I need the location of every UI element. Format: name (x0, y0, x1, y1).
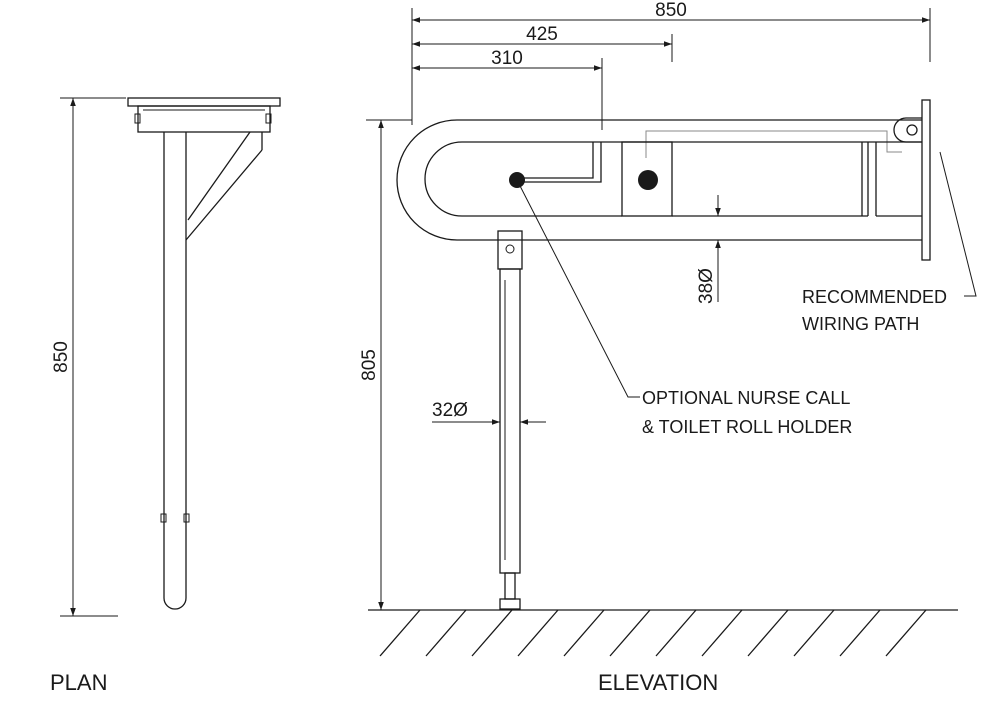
nurse-call-dot (638, 170, 658, 190)
dim-overall-value: 850 (655, 0, 687, 21)
plan-height-dimension: 850 (51, 97, 126, 617)
callout-nurse-call-line1: OPTIONAL NURSE CALL (642, 388, 850, 408)
roll-holder-box (621, 141, 673, 217)
plan-brace (185, 131, 263, 241)
floor-hatch (368, 609, 958, 657)
dim-holder-value: 425 (526, 24, 558, 45)
rail-sleeve (861, 142, 877, 216)
callout-nurse-call: OPTIONAL NURSE CALL & TOILET ROLL HOLDER (516, 179, 852, 437)
callout-nurse-call-line2: & TOILET ROLL HOLDER (642, 417, 852, 437)
plan-wall-plate (127, 97, 281, 133)
dim-rail-height: 805 (359, 119, 412, 610)
callout-wiring-line2: WIRING PATH (802, 314, 919, 334)
plan-rail-tube (160, 132, 190, 610)
plan-label: PLAN (50, 670, 107, 695)
elevation-view: 850 425 310 (359, 0, 977, 695)
dim-leg-diameter: 32Ø (432, 400, 546, 425)
plan-view: 850 PLAN (50, 97, 281, 695)
dim-leg-diameter-value: 32Ø (432, 400, 468, 421)
dim-height-value: 805 (359, 349, 380, 381)
elevation-label: ELEVATION (598, 670, 718, 695)
callout-wiring-line1: RECOMMENDED (802, 287, 947, 307)
dim-handle-value: 310 (491, 48, 523, 69)
wall-plate (893, 99, 931, 261)
wiring-path-hidden-line (645, 130, 902, 158)
plan-height-value: 850 (51, 341, 72, 373)
fold-handle (517, 142, 602, 183)
callout-wiring-path: RECOMMENDED WIRING PATH (802, 151, 977, 334)
grab-rail (396, 119, 922, 241)
dim-handle-position: 310 (412, 48, 603, 130)
dim-rail-diameter: 38Ø (696, 195, 721, 304)
dim-overall-length: 850 (411, 0, 931, 125)
support-leg (497, 230, 523, 610)
dim-holder-position: 425 (412, 24, 673, 62)
dim-rail-diameter-value: 38Ø (696, 268, 717, 304)
